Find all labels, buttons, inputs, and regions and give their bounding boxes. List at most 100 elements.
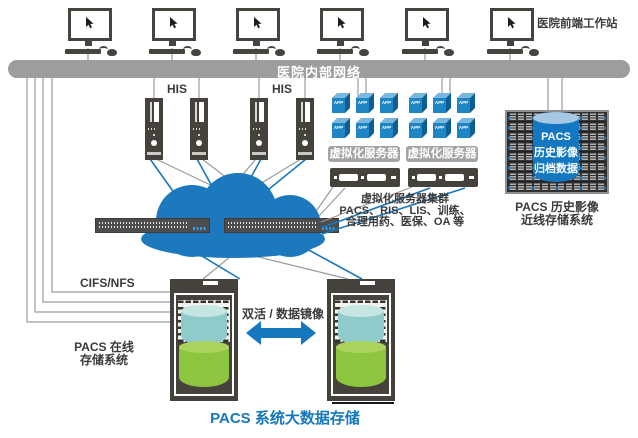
mouse (191, 49, 201, 56)
rack-frame (331, 293, 391, 396)
his-label-2: HIS (271, 82, 292, 96)
monitor-stand (507, 41, 514, 46)
switch-ports (228, 226, 316, 228)
keyboard (65, 49, 101, 54)
archive-caption-line1: PACS 历史影像 (515, 200, 599, 214)
online-storage-rack-right (327, 279, 395, 401)
mouse-cable (521, 46, 530, 53)
mouse-cable (351, 46, 360, 53)
app-cube: APP (409, 93, 429, 114)
rack-underline (332, 402, 394, 404)
monitor (236, 8, 280, 41)
his-server-tower (296, 98, 314, 160)
his-label-1: HIS (166, 82, 187, 96)
cifs-nfs-label: CIFS/NFS (80, 276, 135, 290)
monitor (405, 8, 449, 41)
mouse (107, 49, 117, 56)
app-cube: APP (433, 93, 453, 114)
monitor (320, 8, 364, 41)
network-switch-left (95, 218, 210, 233)
mouse (529, 49, 539, 56)
arrow-head-right (301, 321, 316, 345)
archive-caption-line2: 近线存储系统 (520, 213, 593, 227)
online-storage-rack-left (170, 279, 238, 401)
app-cube: APP (409, 118, 429, 139)
monitor (152, 8, 196, 41)
green-storage-cylinder (179, 341, 229, 387)
workstation-icon (402, 8, 456, 64)
app-cube: APP (433, 118, 453, 139)
cluster-caption-line3: 合理用药、医保、OA 等 (345, 216, 465, 228)
monitor-stand (337, 41, 344, 46)
his-server-tower (145, 98, 163, 160)
app-cube: APP (457, 118, 477, 139)
switch-ports (228, 221, 316, 224)
online-storage-caption: PACS 在线 存储系统 (58, 341, 150, 367)
online-caption-line2: 存储系统 (79, 353, 128, 367)
app-cube: APP (380, 118, 400, 139)
cursor-icon (170, 17, 178, 29)
mouse-cable (183, 46, 192, 53)
monitor-stand (422, 41, 429, 46)
online-caption-line1: PACS 在线 (74, 340, 134, 354)
keyboard (487, 49, 523, 54)
virtualization-rack-1 (330, 168, 400, 187)
workstation-icon (487, 8, 541, 64)
cursor-icon (338, 17, 346, 29)
mirror-double-arrow (246, 321, 316, 345)
virtualization-server-label-2: 虚拟化服务器 (406, 146, 478, 162)
rack-frame (174, 293, 234, 396)
hospital-network-label: 医院内部网络 (276, 65, 361, 80)
app-cube: APP (332, 93, 352, 114)
cursor-icon (508, 17, 516, 29)
pacs-archive-cylinder: PACS 历史影像 归档数据 (533, 112, 579, 182)
virtualization-server-label-1: 虚拟化服务器 (328, 146, 400, 162)
mouse (359, 49, 369, 56)
app-cube: APP (356, 93, 376, 114)
cluster-caption-line1: 虚拟化服务器集群 (361, 193, 449, 205)
arrow-head-left (246, 321, 261, 345)
mouse-cable (267, 46, 276, 53)
monitor-stand (85, 41, 92, 46)
keyboard (233, 49, 269, 54)
green-storage-cylinder (336, 341, 386, 387)
mouse (444, 49, 454, 56)
app-cube: APP (332, 118, 352, 139)
keyboard (402, 49, 438, 54)
workstation-icon (317, 8, 371, 64)
cursor-icon (86, 17, 94, 29)
mirror-label: 双活 / 数据镜像 (241, 307, 324, 321)
monitor (68, 8, 112, 41)
network-switch-right (224, 218, 339, 233)
teal-storage-cylinder (181, 305, 227, 345)
workstation-row-label: 医院前端工作站 (537, 18, 618, 30)
cursor-icon (254, 17, 262, 29)
teal-storage-cylinder (338, 305, 384, 345)
mouse (275, 49, 285, 56)
workstation-icon (65, 8, 119, 64)
archive-cyl-line2: 历史影像 (534, 147, 578, 159)
arrow-shaft (259, 328, 303, 338)
his-server-tower (190, 98, 208, 160)
monitor-stand (169, 41, 176, 46)
workstation-icon (233, 8, 287, 64)
keyboard (317, 49, 353, 54)
keyboard (149, 49, 185, 54)
mouse-cable (99, 46, 108, 53)
monitor (490, 8, 534, 41)
his-server-tower (250, 98, 268, 160)
hospital-network-bar (8, 60, 630, 78)
monitor-stand (253, 41, 260, 46)
archive-caption: PACS 历史影像 近线存储系统 (498, 201, 616, 227)
workstation-icon (149, 8, 203, 64)
rack-handle (360, 281, 375, 285)
rack-handle (203, 281, 218, 285)
diagram-title: PACS 系统大数据存储 (210, 410, 360, 427)
switch-ports (99, 226, 187, 228)
virtualization-rack-2 (408, 168, 478, 187)
app-cube: APP (380, 93, 400, 114)
